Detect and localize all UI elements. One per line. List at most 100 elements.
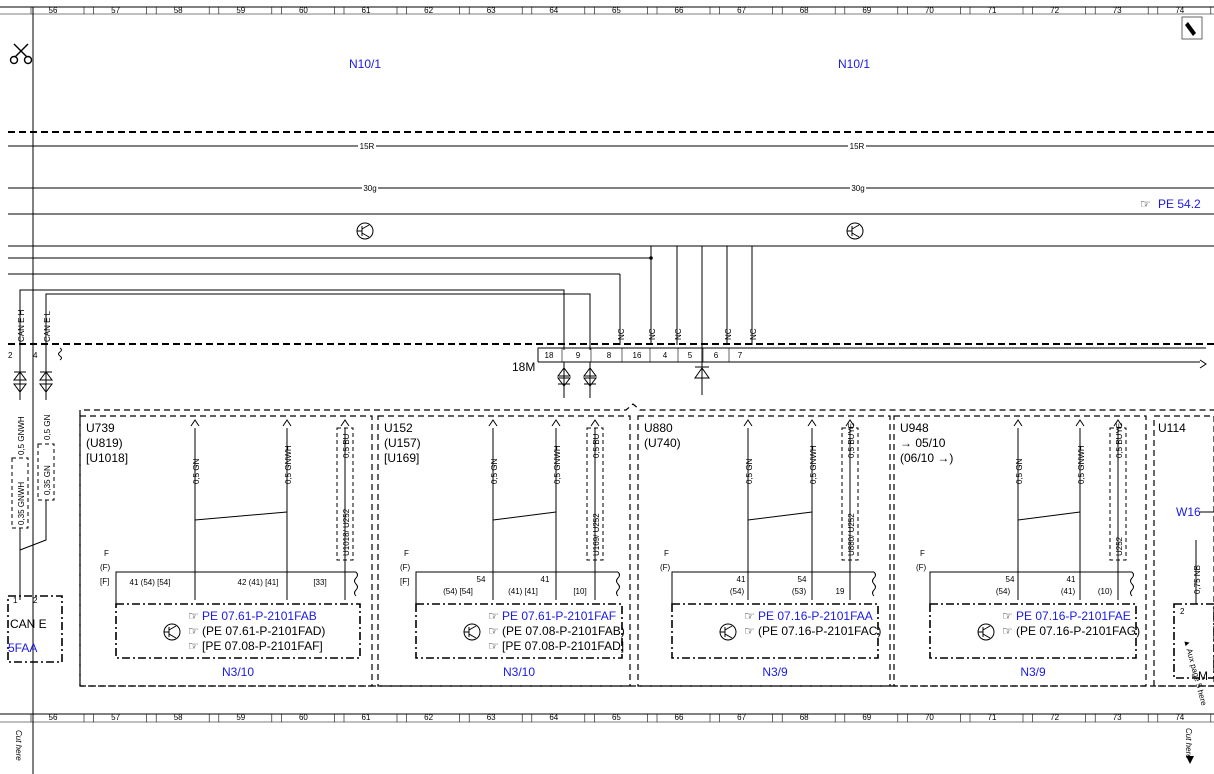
down-arrow-icon: [1186, 756, 1194, 764]
fuse-label: (F): [916, 563, 927, 572]
variant-label: U880/ U252: [847, 513, 856, 556]
ruler-label: 59: [236, 713, 245, 722]
ruler-label: 62: [424, 713, 433, 722]
pe-reference[interactable]: (PE 07.61-P-2101FAD): [202, 624, 325, 638]
bus-lines: [8, 145, 1214, 275]
pointer-hand-icon: ☞: [188, 624, 199, 638]
ruler-label: 73: [1113, 713, 1122, 722]
wire-color-label: 0,5 GNWH: [284, 445, 293, 484]
module-code: (06/10 →): [900, 451, 953, 465]
right-m-label: M: [1198, 669, 1208, 683]
pe-reference[interactable]: PE 07.61-P-2101FAF: [502, 609, 616, 623]
pe-reference[interactable]: PE 07.16-P-2101FAE: [1016, 609, 1131, 623]
pin-label: 41: [1067, 575, 1076, 584]
fuse-label: [F]: [400, 577, 409, 586]
bus-15r-a: 15R: [360, 142, 375, 151]
pe-reference[interactable]: (PE 07.16-P-2101FAG): [1016, 624, 1140, 638]
ruler-label: 61: [362, 713, 371, 722]
wire-color-label: 0,5 BU: [342, 433, 351, 458]
module-code: U948: [900, 421, 929, 435]
component-box: [671, 603, 879, 659]
ruler-label: 65: [612, 713, 621, 722]
pointer-hand-icon: ☞: [1002, 609, 1013, 623]
can-e-label: CAN E: [10, 617, 47, 631]
connector-pin: 5: [688, 351, 693, 360]
ruler-label: 62: [424, 6, 433, 15]
ruler-label: 66: [675, 6, 684, 15]
right-pin: 2: [1180, 607, 1185, 616]
left-module-box: [7, 595, 63, 663]
wire-color-label: 0,5 BU: [592, 433, 601, 458]
component-name[interactable]: N3/10: [222, 665, 254, 679]
header-left: N10/1: [349, 57, 381, 71]
ruler-label: 67: [737, 713, 746, 722]
fuse-label: F: [404, 549, 409, 558]
transistor-icon: [846, 222, 864, 240]
connector-pin: 6: [714, 351, 719, 360]
fuse-label: (F): [400, 563, 411, 572]
pe-ref-top[interactable]: PE 54.2: [1158, 197, 1201, 211]
diode-icon: [694, 366, 710, 379]
wire-color-label: 0,5 BUYE: [847, 423, 856, 458]
ruler-label: 60: [299, 713, 308, 722]
nc-label: NC: [617, 328, 626, 340]
ruler-label: 74: [1175, 713, 1184, 722]
fuse-label: (F): [660, 563, 671, 572]
left-pin: 4: [33, 351, 38, 360]
component-box: [115, 603, 361, 659]
ruler-label: 63: [487, 713, 496, 722]
left-fa-label[interactable]: 5FAA: [8, 641, 37, 655]
wire-color-label: 0,5 BUYE: [1115, 423, 1124, 458]
scissors-icon[interactable]: [9, 43, 33, 65]
variant-label: U169/ U252: [592, 513, 601, 556]
pe-reference[interactable]: (PE 07.16-P-2101FAC): [758, 624, 881, 638]
pe-reference[interactable]: [PE 07.08-P-2101FAD]: [502, 639, 624, 653]
fuse-label: F: [920, 549, 925, 558]
pointer-hand-icon: ☞: [1140, 197, 1151, 211]
component-name[interactable]: N3/9: [1020, 665, 1046, 679]
pointer-hand-icon: ☞: [488, 624, 499, 638]
ruler-label: 65: [612, 6, 621, 15]
component-box: [415, 603, 623, 659]
pin-label: (41): [1061, 587, 1076, 596]
wire-label: 0,5 GN: [43, 414, 52, 440]
component-name[interactable]: N3/10: [503, 665, 535, 679]
pointer-hand-icon: ☞: [744, 624, 755, 638]
wire-label: 0,5 GNWH: [17, 416, 26, 455]
ruler-label: 69: [862, 6, 871, 15]
transistor-icon: [356, 222, 374, 240]
ruler-label: 70: [925, 713, 934, 722]
diode-icon: [13, 350, 27, 400]
left-edge-pin: 2: [33, 596, 38, 605]
pin-label: 54: [1006, 575, 1015, 584]
u114-code: U114: [1158, 421, 1186, 435]
pe-reference[interactable]: PE 07.16-P-2101FAA: [758, 609, 873, 623]
module-code: U880: [644, 421, 673, 435]
pin-label: 42 (41) [41]: [238, 578, 279, 587]
module-code: [U1018]: [86, 451, 128, 465]
module-code: U152: [384, 421, 413, 435]
pe-reference[interactable]: PE 07.61-P-2101FAB: [202, 609, 317, 623]
pointer-hand-icon: ☞: [488, 609, 499, 623]
component-name[interactable]: N3/9: [762, 665, 788, 679]
pe-reference[interactable]: (PE 07.08-P-2101FAB): [502, 624, 625, 638]
w16-label[interactable]: W16: [1176, 505, 1201, 519]
connector-pin: 16: [633, 351, 642, 360]
pin-label: (54) [54]: [443, 587, 473, 596]
transistor-icon: [977, 623, 995, 641]
ruler-label: 67: [737, 6, 746, 15]
can-e-h-label: CAN E H: [17, 309, 26, 342]
module-code: (U157): [384, 436, 421, 450]
transistor-icon: [163, 623, 181, 641]
pe-reference[interactable]: [PE 07.08-P-2101FAF]: [202, 639, 323, 653]
cut-here-right: Cut here: [1184, 728, 1193, 759]
ruler-label: 68: [800, 713, 809, 722]
wire-color-label: 0,5 GNWH: [553, 445, 562, 484]
wire-label: 0,35 GNWH: [17, 482, 26, 525]
edit-pen-icon[interactable]: [1181, 16, 1203, 40]
